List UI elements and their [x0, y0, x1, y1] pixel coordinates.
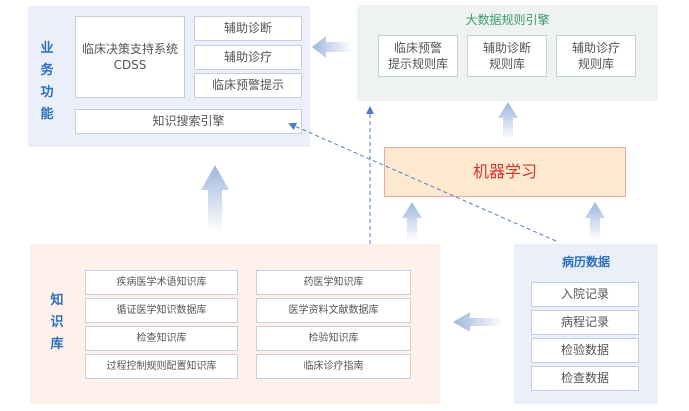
kb-left-0: 疾病医学术语知识库	[85, 270, 238, 295]
kb-left-1: 循证医学知识数据库	[85, 298, 238, 323]
kb-to-ml-arrow	[402, 202, 422, 240]
machine-learning-label: 机器学习	[472, 162, 537, 182]
warning-box: 临床预警提示	[194, 73, 302, 98]
cdss-box: 临床决策支持系统 CDSS	[75, 16, 185, 98]
rules-title: 大数据规则引擎	[465, 13, 550, 27]
kb-left-0-label: 疾病医学术语知识库	[116, 276, 207, 288]
records-item-3: 检查数据	[531, 366, 639, 391]
business-label: 业务功能	[39, 38, 55, 126]
records-item-0: 入院记录	[531, 282, 639, 307]
records-item-2: 检验数据	[531, 338, 639, 363]
kb-to-business-arrow	[201, 165, 229, 232]
rules-treatment-box: 辅助诊疗 规则库	[556, 35, 636, 77]
kb-right-3: 临床诊疗指南	[256, 354, 411, 379]
ml-to-rules-arrow	[498, 102, 518, 140]
kb-right-1-label: 医学资料文献数据库	[288, 304, 379, 316]
kb-left-3: 过程控制规则配置知识库	[85, 354, 238, 379]
machine-learning-box: 机器学习	[384, 147, 626, 197]
knowledge-label-text: 知识库	[50, 293, 64, 352]
records-item-1-label: 病程记录	[560, 315, 609, 330]
kb-right-1: 医学资料文献数据库	[256, 298, 411, 323]
rules-warning-label: 临床预警 提示规则库	[387, 40, 448, 71]
kb-right-2-label: 检验知识库	[308, 332, 359, 344]
kb-left-2-label: 检查知识库	[136, 332, 187, 344]
kb-left-2: 检查知识库	[85, 326, 238, 351]
records-to-ml-arrow	[585, 202, 605, 240]
records-to-kb-arrow	[453, 312, 503, 332]
diagnosis-label: 辅助诊断	[223, 21, 272, 36]
warning-label: 临床预警提示	[211, 78, 284, 93]
kb-left-3-label: 过程控制规则配置知识库	[106, 360, 217, 372]
treatment-label: 辅助诊疗	[223, 50, 272, 65]
kb-right-0: 药医学知识库	[256, 270, 411, 295]
kb-right-3-label: 临床诊疗指南	[303, 360, 364, 372]
business-label-text: 业务功能	[40, 41, 54, 122]
rules-warning-box: 临床预警 提示规则库	[378, 35, 458, 77]
rules-diagnosis-label: 辅助诊断 规则库	[482, 40, 531, 71]
rules-to-business-arrow	[312, 36, 352, 58]
records-item-2-label: 检验数据	[560, 343, 609, 358]
kb-left-1-label: 循证医学知识数据库	[116, 304, 207, 316]
records-item-1: 病程记录	[531, 310, 639, 335]
cdss-label: 临床决策支持系统 CDSS	[81, 41, 178, 72]
kb-right-2: 检验知识库	[256, 326, 411, 351]
search-engine-box: 知识搜索引擎	[75, 109, 302, 134]
treatment-box: 辅助诊疗	[194, 45, 302, 70]
diagnosis-box: 辅助诊断	[194, 16, 302, 41]
rules-diagnosis-box: 辅助诊断 规则库	[467, 35, 547, 77]
records-title: 病历数据	[561, 255, 610, 269]
records-to-search-dashed	[288, 122, 557, 242]
rules-treatment-label: 辅助诊疗 规则库	[571, 40, 620, 71]
kb-right-0-label: 药医学知识库	[303, 276, 364, 288]
records-item-3-label: 检查数据	[560, 371, 609, 386]
search-engine-label: 知识搜索引擎	[152, 114, 225, 129]
knowledge-label: 知识库	[49, 290, 65, 356]
records-item-0-label: 入院记录	[560, 287, 609, 302]
